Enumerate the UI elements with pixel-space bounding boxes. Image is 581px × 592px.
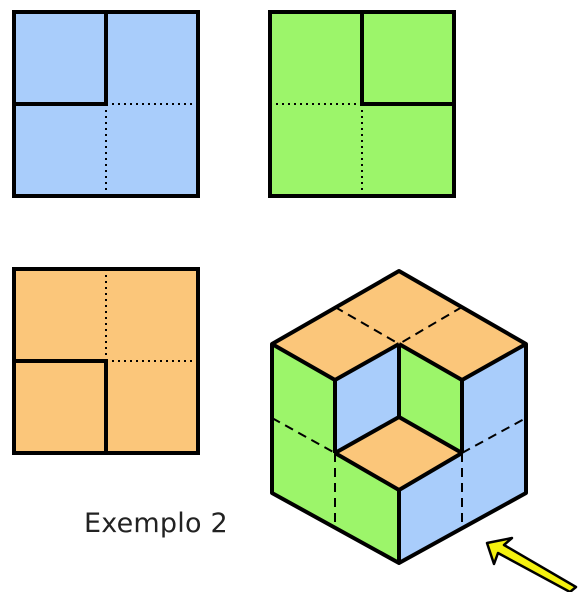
iso-dashed-lines bbox=[271, 306, 527, 529]
orange-view bbox=[12, 267, 200, 455]
orange-view-border bbox=[12, 267, 200, 455]
green-view-edge bbox=[360, 12, 454, 106]
blue-view-border bbox=[12, 10, 200, 198]
orange-view-edge bbox=[14, 359, 108, 453]
example-caption: Exemplo 2 bbox=[84, 508, 228, 539]
view-direction-arrow bbox=[485, 536, 578, 592]
arrow-body bbox=[485, 536, 578, 592]
blue-view bbox=[12, 10, 200, 198]
iso-solid-edges bbox=[270, 269, 528, 565]
green-view bbox=[268, 10, 456, 198]
blue-view-edge bbox=[14, 12, 108, 106]
green-view-border bbox=[268, 10, 456, 198]
isometric-cube-drawing bbox=[270, 269, 528, 565]
